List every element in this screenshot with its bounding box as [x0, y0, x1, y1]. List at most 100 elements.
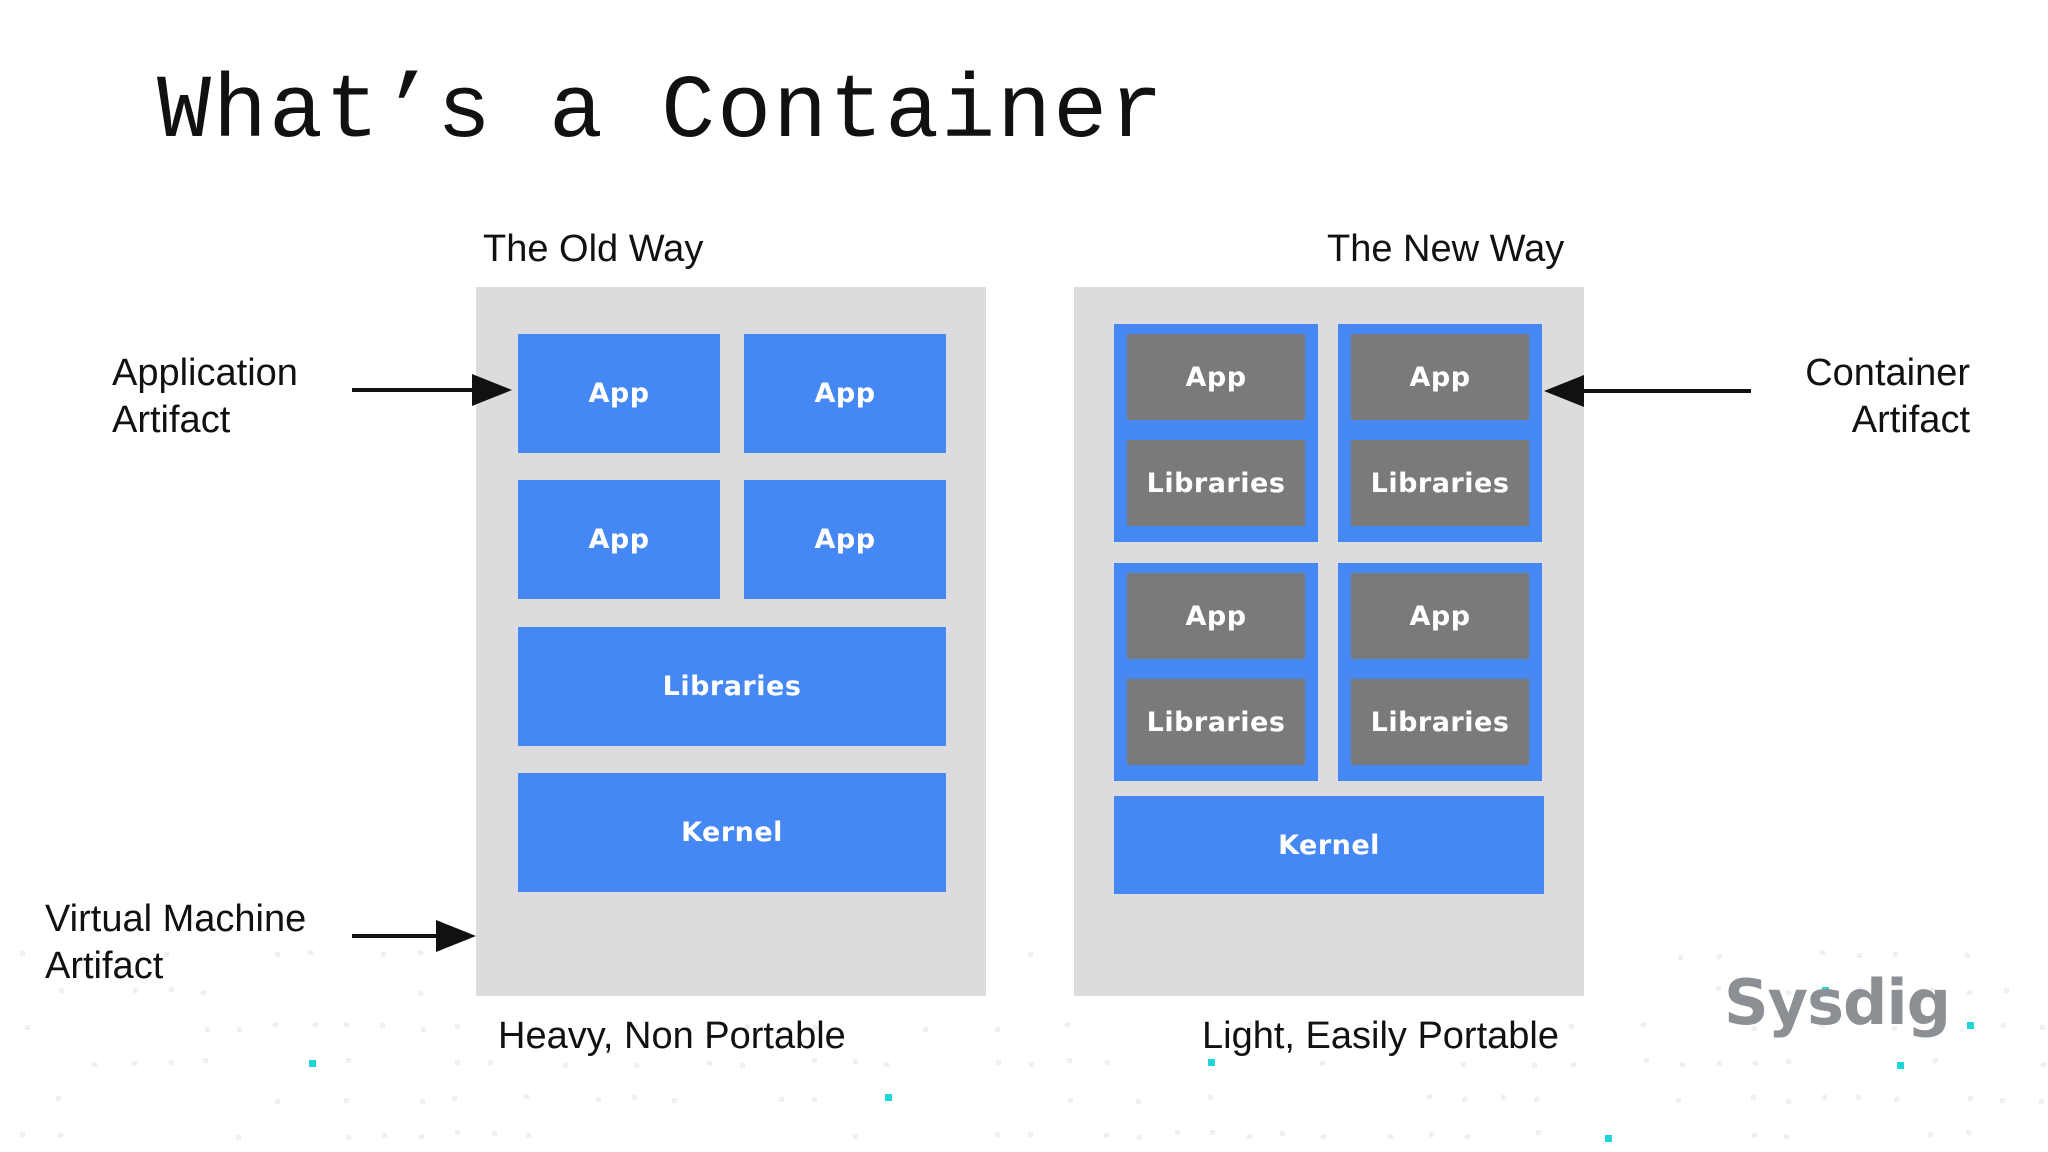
background-dot	[133, 988, 138, 993]
background-dot	[632, 1095, 637, 1100]
background-dot	[812, 1058, 817, 1063]
background-dot	[1208, 1095, 1213, 1100]
background-dot	[1068, 1098, 1073, 1103]
new-way-heading: The New Way	[1327, 228, 1565, 270]
background-dot	[1501, 1095, 1506, 1100]
background-dot	[707, 1061, 712, 1066]
background-dot	[1928, 1132, 1933, 1137]
background-dot	[1965, 953, 1970, 958]
background-dot	[1248, 1022, 1253, 1027]
background-dot	[237, 1027, 242, 1032]
vm-artifact-arrow	[352, 920, 476, 952]
background-dot	[1137, 1135, 1142, 1140]
old-way-app-box: App	[744, 334, 946, 453]
application-artifact-label: Application Artifact	[112, 350, 298, 444]
background-dot	[1136, 1099, 1141, 1104]
background-dot	[344, 1022, 349, 1027]
background-dot	[236, 1135, 241, 1140]
page-title: What’s a Container	[157, 62, 1166, 164]
background-dot	[1786, 990, 1791, 995]
background-dot	[20, 951, 25, 956]
background-dot	[1569, 1024, 1574, 1029]
background-dot	[1028, 952, 1033, 957]
background-dot	[1680, 1062, 1685, 1067]
background-dot	[1067, 1058, 1072, 1063]
background-dot	[418, 950, 423, 955]
old-way-app-box: App	[518, 334, 720, 453]
background-dot	[58, 1133, 63, 1138]
background-dot	[93, 955, 98, 960]
background-dot	[1717, 1061, 1722, 1066]
background-dot	[1857, 987, 1862, 992]
background-dot	[1857, 953, 1862, 958]
background-dot	[1751, 1095, 1756, 1100]
background-dot	[1208, 1059, 1215, 1066]
background-dot	[2001, 1023, 2006, 1028]
label-line: Artifact	[1851, 399, 1970, 441]
background-dot	[853, 1059, 858, 1064]
background-dot	[706, 1026, 711, 1031]
background-dot	[1676, 1098, 1681, 1103]
old-way-libraries-box: Libraries	[518, 627, 946, 746]
background-dot	[1967, 1022, 1974, 1029]
background-dot	[1461, 1062, 1466, 1067]
container-libraries-box: Libraries	[1351, 679, 1529, 765]
background-dot	[1678, 955, 1683, 960]
background-dot	[419, 1134, 424, 1139]
old-way-app-box: App	[518, 480, 720, 599]
background-dot	[672, 1098, 677, 1103]
background-dot	[275, 1099, 280, 1104]
background-dot	[420, 1099, 425, 1104]
background-dot	[596, 1097, 601, 1102]
container-app-box: App	[1351, 334, 1529, 420]
background-dot	[455, 1024, 460, 1029]
background-dot	[1897, 1062, 1904, 1069]
background-dot	[563, 1063, 568, 1068]
background-dot	[996, 1060, 1001, 1065]
background-dot	[1822, 1095, 1827, 1100]
background-dot	[1321, 1134, 1326, 1139]
background-dot	[885, 1094, 892, 1101]
container-libraries-box: Libraries	[1127, 679, 1305, 765]
background-dot	[1786, 1099, 1791, 1104]
background-dot	[455, 1060, 460, 1065]
background-dot	[526, 1133, 531, 1138]
label-line: Container	[1805, 352, 1970, 394]
old-way-heading: The Old Way	[483, 228, 704, 270]
application-artifact-arrow	[352, 374, 512, 406]
background-dot	[1429, 1132, 1434, 1137]
background-dot	[1930, 987, 1935, 992]
background-dot	[203, 1058, 208, 1063]
background-dot	[1717, 954, 1722, 959]
background-dot	[1894, 1097, 1899, 1102]
background-dot	[1968, 1096, 1973, 1101]
container-app-box: App	[1127, 334, 1305, 420]
background-dot	[205, 1027, 210, 1032]
container-app-box: App	[1351, 573, 1529, 659]
background-dot	[344, 1098, 349, 1103]
background-dot	[1893, 952, 1898, 957]
background-dot	[634, 1063, 639, 1068]
background-dot	[20, 1132, 25, 1137]
background-dot	[346, 1058, 351, 1063]
new-way-kernel-box: Kernel	[1114, 796, 1544, 894]
background-dot	[492, 1131, 497, 1136]
background-dot	[418, 991, 423, 996]
background-dot	[1065, 1022, 1070, 1027]
label-line: Artifact	[45, 945, 164, 987]
background-dot	[1820, 950, 1825, 955]
background-dot	[2041, 1062, 2046, 1067]
old-way-kernel-box: Kernel	[518, 773, 946, 892]
label-line: Artifact	[112, 399, 231, 441]
background-dot	[275, 952, 280, 957]
background-dot	[745, 1024, 750, 1029]
background-dot	[1933, 1058, 1938, 1063]
background-dot	[1752, 1026, 1757, 1031]
background-dot	[1247, 1134, 1252, 1139]
background-dot	[309, 1060, 316, 1067]
background-dot	[1641, 1022, 1646, 1027]
background-dot	[169, 1060, 174, 1065]
background-dot	[1320, 1061, 1325, 1066]
new-way-footer: Light, Easily Portable	[1202, 1015, 1559, 1057]
container-app-box: App	[1127, 573, 1305, 659]
